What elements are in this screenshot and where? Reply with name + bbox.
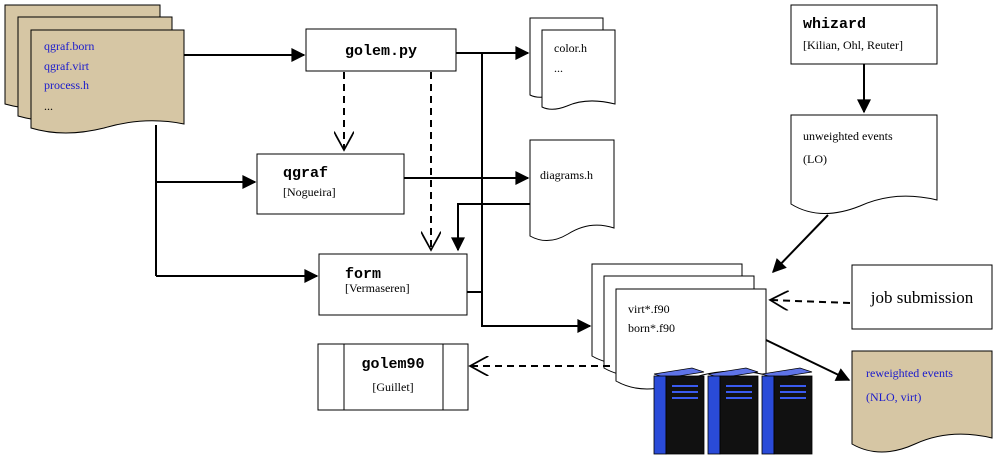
arrow-unweighted-to-code-files [772,214,829,274]
input-file-line-2: qgraf.virt [44,59,90,73]
reweighted-events-doc: reweighted events (NLO, virt) [851,350,993,453]
reweighted-events-line1: reweighted events [866,366,953,380]
form-title: form [345,266,381,283]
golem-py-title: golem.py [345,43,417,60]
diagrams-file: diagrams.h [529,139,615,241]
arrow-diagrams-to-form [451,203,530,252]
golem90-author: [Guillet] [372,380,413,394]
color-files-stack: color.h ... [529,17,616,110]
whizard-authors: [Kilian, Ohl, Reuter] [803,38,903,52]
diagrams-file-label: diagrams.h [540,168,593,182]
golem-py-node: golem.py [305,28,457,72]
input-files-stack: qgraf.born qgraf.virt process.h ... [4,4,185,134]
unweighted-events-doc: unweighted events (LO) [790,114,938,215]
job-submission-label: job submission [870,288,974,307]
whizard-title: whizard [803,16,866,33]
unweighted-events-line1: unweighted events [803,129,893,143]
code-file-line-1: virt*.f90 [628,302,670,316]
qgraf-title: qgraf [283,165,328,182]
golem90-node: golem90 [Guillet] [317,343,469,411]
qgraf-author: [Nogueira] [283,185,336,199]
unweighted-events-line2: (LO) [803,152,827,166]
whizard-node: whizard [Kilian, Ohl, Reuter] [790,4,938,65]
color-file-line-1: color.h [554,41,587,55]
arrow-golem-py-to-code-files [481,53,592,333]
code-files-stack: virt*.f90 born*.f90 [591,263,767,390]
server-icon-1 [653,367,705,455]
input-file-line-1: qgraf.born [44,39,94,53]
reweighted-events-line2: (NLO, virt) [866,390,921,404]
job-submission-node: job submission [851,264,993,330]
dashed-job-to-code-files [770,300,851,303]
input-file-line-3: process.h [44,78,89,92]
code-file-line-2: born*.f90 [628,321,675,335]
server-icon-3 [761,367,813,455]
form-node: form [Vermaseren] [318,253,468,316]
server-icon-2 [707,367,759,455]
golem90-title: golem90 [361,356,424,373]
form-author: [Vermaseren] [345,281,410,295]
input-file-line-4: ... [44,99,53,113]
color-file-line-2: ... [554,61,563,75]
arrow-code-to-reweighted [765,339,851,381]
qgraf-node: qgraf [Nogueira] [256,153,405,215]
